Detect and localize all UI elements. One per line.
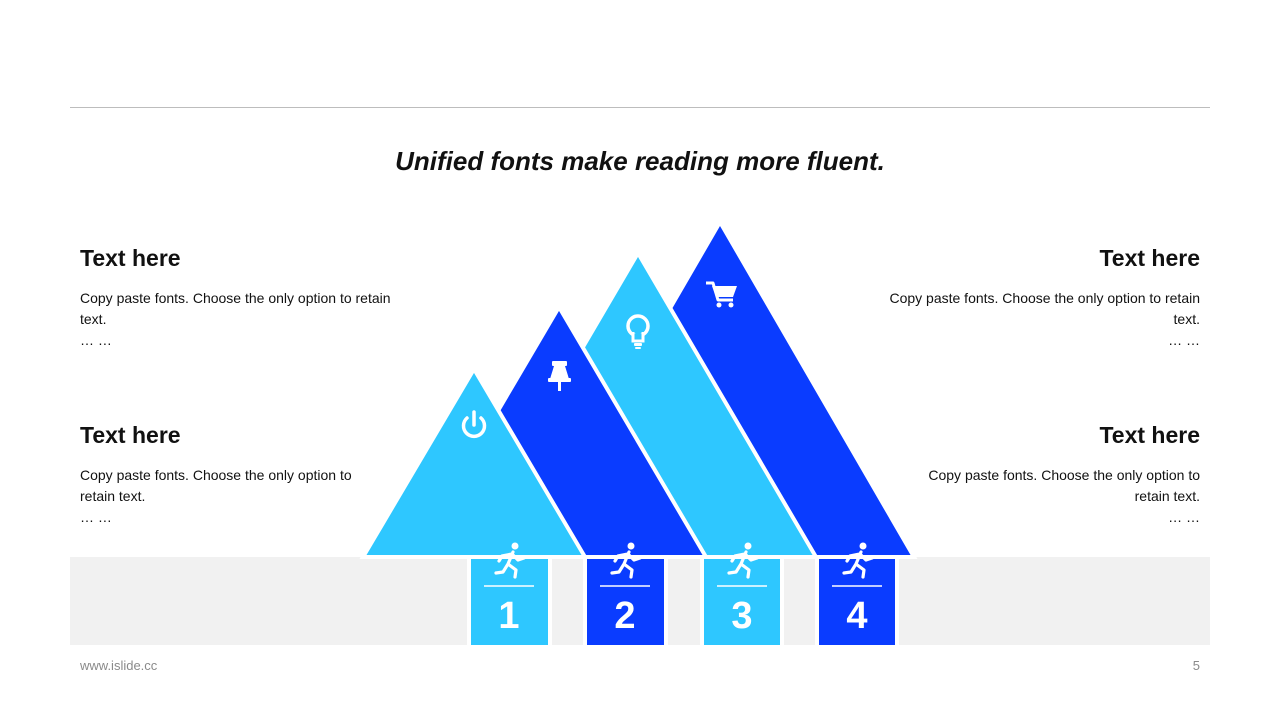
power-icon — [461, 410, 487, 438]
footer-website: www.islide.cc — [80, 658, 158, 673]
svg-text:4: 4 — [846, 595, 867, 637]
top-divider — [70, 107, 1210, 108]
runner-icon — [842, 542, 874, 579]
block-heading: Text here — [80, 422, 181, 448]
runner-icon — [610, 542, 642, 579]
block-heading: Text here — [80, 245, 181, 271]
runner-icon — [727, 542, 759, 579]
block-ellipsis: … … — [1168, 332, 1200, 348]
step-number-2: 2 — [614, 595, 635, 637]
step-number-3: 3 — [731, 595, 752, 637]
block-ellipsis: … … — [80, 509, 112, 525]
svg-text:3: 3 — [731, 595, 752, 637]
block-body: Copy paste fonts. Choose the only option… — [80, 290, 391, 327]
step-1-arrowhead — [359, 365, 589, 559]
page-number: 5 — [1192, 658, 1200, 673]
runner-icon — [494, 542, 526, 579]
text-block-top-right: Text here Copy paste fonts. Choose the o… — [870, 244, 1200, 351]
lightbulb-icon — [626, 314, 650, 349]
block-body: Copy paste fonts. Choose the only option… — [928, 467, 1200, 504]
block-body: Copy paste fonts. Choose the only option… — [80, 467, 352, 504]
block-ellipsis: … … — [1168, 509, 1200, 525]
step-2-stem — [583, 553, 668, 649]
step-4-stem — [815, 553, 899, 649]
shopping-cart-icon — [706, 281, 737, 308]
slide-title: Unified fonts make reading more fluent. — [395, 146, 885, 176]
pushpin-icon — [548, 361, 571, 391]
block-heading: Text here — [1099, 245, 1200, 271]
text-block-top-left: Text here Copy paste fonts. Choose the o… — [80, 244, 410, 351]
svg-text:2: 2 — [614, 595, 635, 637]
svg-text:1: 1 — [498, 595, 519, 637]
text-block-bottom-left: Text here Copy paste fonts. Choose the o… — [80, 421, 360, 528]
block-body: Copy paste fonts. Choose the only option… — [889, 290, 1200, 327]
step-number-4: 4 — [846, 595, 867, 637]
block-ellipsis: … … — [80, 332, 112, 348]
text-block-bottom-right: Text here Copy paste fonts. Choose the o… — [920, 421, 1200, 528]
step-number-1: 1 — [498, 595, 519, 637]
block-heading: Text here — [1099, 422, 1200, 448]
